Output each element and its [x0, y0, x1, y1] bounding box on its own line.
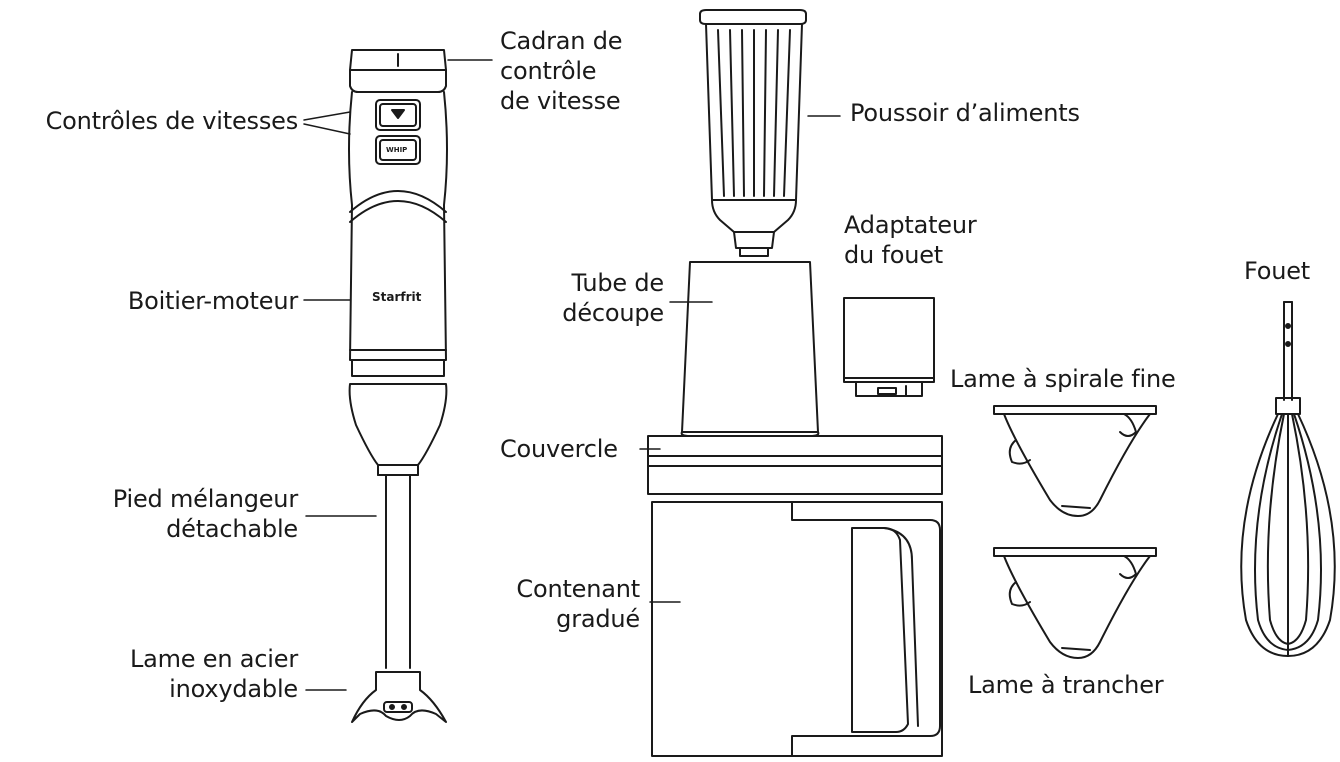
motor-body-outline — [348, 91, 448, 361]
label-food-pusher: Poussoir d’aliments — [850, 99, 1080, 127]
blade-guard — [351, 671, 447, 723]
label-feed-tube: Tube de découpe — [562, 269, 664, 327]
feed-tube — [680, 261, 820, 437]
label-speed-controls: Contrôles de vitesses — [45, 107, 299, 135]
leader-lines — [303, 59, 841, 691]
blender-foot — [348, 383, 448, 466]
whisk — [1240, 301, 1336, 657]
food-pusher — [699, 9, 807, 257]
label-whisk-adapter: Adaptateur du fouet — [844, 211, 977, 269]
graduated-container — [651, 501, 943, 757]
slicing-blade — [993, 547, 1157, 659]
label-whisk: Fouet — [1244, 257, 1311, 285]
whisk-adapter — [843, 297, 935, 397]
hand-blender — [348, 49, 448, 723]
speed-button-2-text: WHIP — [386, 146, 408, 154]
label-lid: Couvercle — [500, 435, 618, 463]
label-motor-body: Boitier-moteur — [127, 287, 298, 315]
label-fine-spiral-blade: Lame à spirale fine — [950, 365, 1176, 393]
fine-spiral-blade — [993, 405, 1157, 517]
label-blender-foot: Pied mélangeur détachable — [112, 485, 298, 543]
label-speed-dial: Cadran de contrôle de vitesse — [500, 27, 623, 115]
label-graduated-container: Contenant gradué — [516, 575, 640, 633]
speed-button-1 — [375, 99, 421, 131]
brand-logo-text: Starfrit — [372, 290, 422, 304]
label-slicing-blade: Lame à trancher — [968, 671, 1164, 699]
label-steel-blade: Lame en acier inoxydable — [129, 645, 298, 703]
lid — [647, 435, 943, 495]
speed-button-2 — [375, 135, 421, 165]
